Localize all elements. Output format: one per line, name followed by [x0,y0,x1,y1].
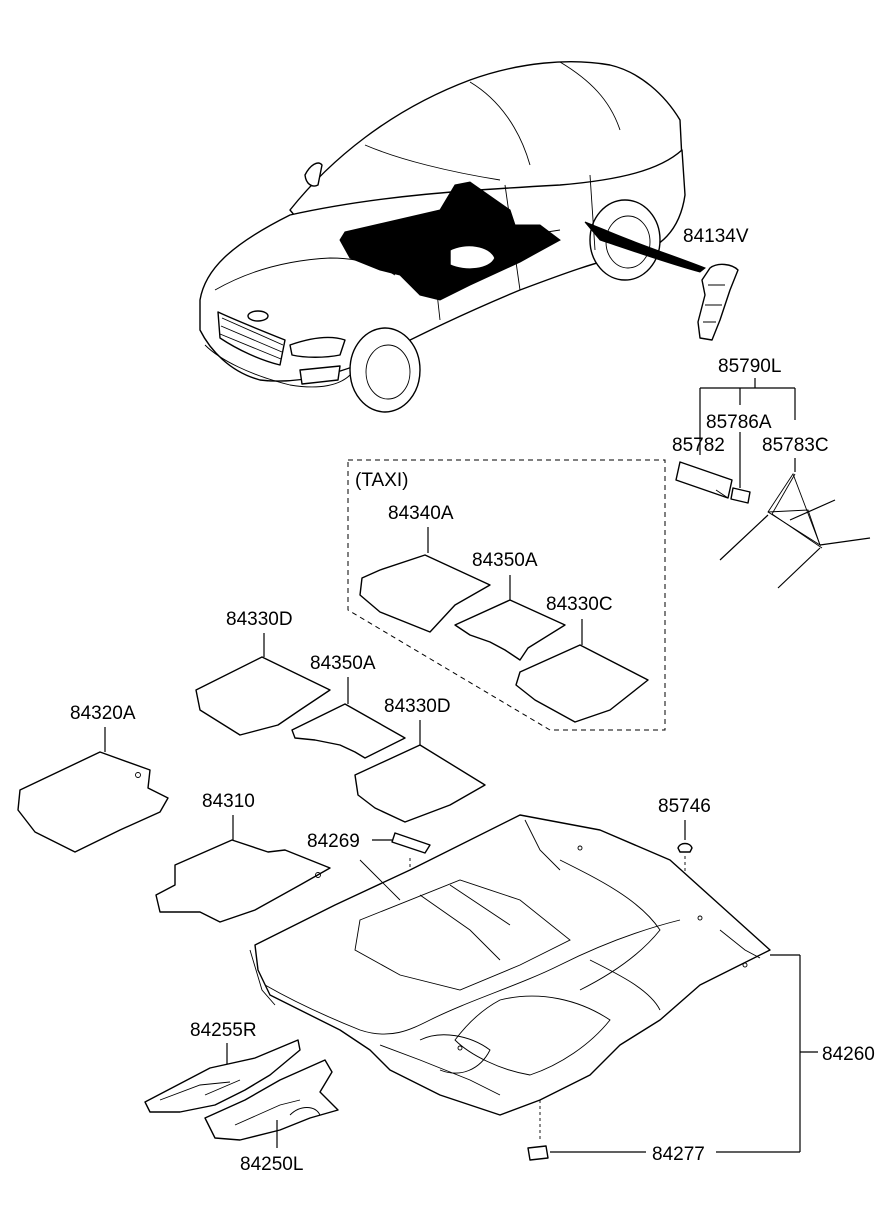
label-84277: 84277 [652,1144,705,1165]
label-84310: 84310 [202,791,255,812]
label-84320A: 84320A [70,703,136,724]
label-85783C: 85783C [762,435,829,456]
part-84277: 84277 [527,1100,800,1165]
label-84350A: 84350A [310,653,376,674]
label-taxi: (TAXI) [355,470,408,491]
part-85790L-kit: 85790L 85786A 85782 85783C [672,356,871,589]
car-illustration [199,61,686,413]
part-84250L: 84250L [204,1059,339,1175]
label-84134V: 84134V [683,226,749,247]
part-84310: 84310 [155,791,331,923]
part-84134V: 84134V [584,221,749,341]
label-84330D: 84330D [384,696,451,717]
label-85790L: 85790L [718,356,781,377]
label-84260: 84260 [822,1044,875,1065]
part-84260-main-carpet [249,814,771,1116]
label-85782: 85782 [672,435,725,456]
label-84250L: 84250L [240,1154,303,1175]
mat-set-standard: 84330D 84350A 84330D [195,609,486,823]
label-84255R: 84255R [190,1020,257,1041]
bracket-84260: 84260 [770,954,875,1152]
label-84350A-taxi: 84350A [472,550,538,571]
part-84320A: 84320A [17,703,169,853]
label-84340A: 84340A [388,503,454,524]
label-85746: 85746 [658,796,711,817]
label-84330D-top: 84330D [226,609,293,630]
label-84330C: 84330C [546,594,613,615]
taxi-group: (TAXI) 84340A 84350A 84330C [347,459,666,731]
label-84269: 84269 [307,831,360,852]
label-85786A: 85786A [706,412,772,433]
part-84269: 84269 [307,831,431,950]
part-84255R: 84255R [144,1020,301,1113]
